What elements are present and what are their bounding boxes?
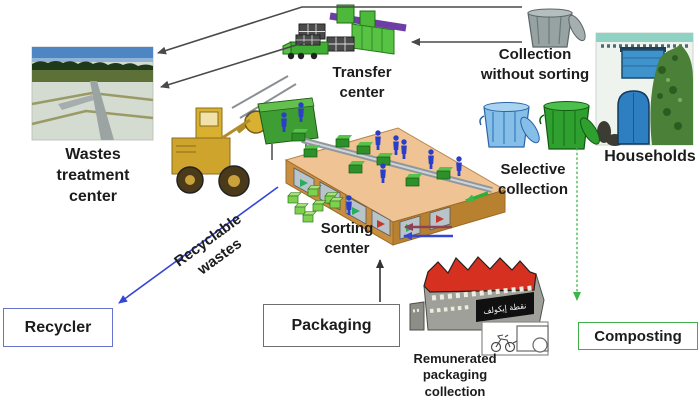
- selective-collection-label: Selective collection: [497, 161, 568, 198]
- ecolef-building-art: نقطة إيكولف: [409, 256, 549, 356]
- transfer-center-art: [282, 4, 407, 60]
- households-photo: [595, 32, 694, 146]
- sorting-center-label: Sorting center: [320, 220, 374, 257]
- blue-bin-icon: [479, 102, 540, 148]
- wastes-treatment-center-label: Wastes treatment center: [56, 146, 130, 206]
- composting-box: Composting: [578, 322, 698, 350]
- arrow-transfer-to-treatment: [160, 41, 307, 89]
- households-label: Households: [604, 148, 696, 165]
- recycler-box: Recycler: [3, 308, 113, 347]
- transfer-center-label: Transfer center: [332, 64, 392, 101]
- arrow-collection-to-treatment: [157, 6, 522, 55]
- unsorted-bin-icon: [527, 8, 586, 48]
- landfill-photo: [31, 46, 154, 141]
- collection-without-sorting-label: Collection without sorting: [480, 46, 590, 83]
- flow-arrows: [118, 6, 581, 304]
- green-bin-icon: [539, 101, 600, 150]
- sorting-platform-art: [281, 102, 507, 246]
- bike-cart-icon: [481, 321, 549, 356]
- remunerated-packaging-collection-label: Remunerated packaging collection: [413, 351, 497, 399]
- packaging-box: Packaging: [263, 304, 400, 347]
- arrow-recyclable-to-recycler: [118, 186, 279, 304]
- loader-hopper-art: [171, 75, 319, 197]
